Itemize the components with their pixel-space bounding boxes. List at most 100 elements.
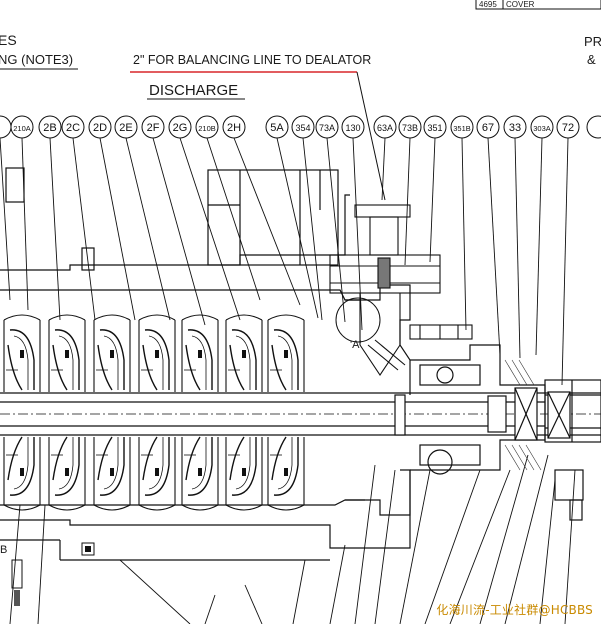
hatching (504, 359, 542, 471)
balloon-label: 73B (402, 123, 418, 133)
stage-outline (187, 329, 213, 390)
stage-outline (3, 437, 41, 505)
stage-outline (148, 335, 164, 390)
balloon-label: 2D (93, 122, 107, 134)
stage-bolt (284, 468, 288, 476)
stage-bolt (20, 468, 24, 476)
stage-outline (97, 436, 113, 481)
stage-outline (225, 320, 263, 392)
stage-outline (185, 436, 201, 481)
balloon-label: 2G (173, 122, 188, 134)
stage-bolt (20, 350, 24, 358)
stage-outline (93, 314, 131, 321)
stage-outline (97, 344, 113, 391)
stage-outline (231, 437, 257, 496)
stage-outline (3, 314, 41, 321)
stage-outline (277, 335, 293, 390)
stage-outline (273, 329, 299, 390)
balloon-circle (341, 115, 365, 139)
stage-outline (7, 344, 23, 391)
stage-outline (181, 504, 219, 511)
stage-outline (93, 437, 131, 505)
stage-outline (267, 320, 305, 392)
stage-outline (235, 335, 251, 390)
stage-outline (144, 329, 170, 390)
balloon-label: 351 (427, 123, 442, 133)
stage-outline (267, 504, 305, 511)
balloon-label: 303A (533, 124, 551, 133)
stage-bolt (198, 350, 202, 358)
balloon-label: 73A (319, 123, 335, 133)
balloon-label: 2E (119, 122, 132, 134)
balloon-circle (195, 115, 219, 139)
diffuser-stages (3, 314, 305, 511)
balloon-label: 210A (13, 124, 31, 133)
balloon-circle (398, 115, 422, 139)
stage-outline (99, 437, 125, 496)
stage-outline (54, 329, 80, 390)
stage-outline (48, 437, 86, 505)
watermark: 化海川流-工业社群@HCBBS (436, 603, 593, 617)
stage-outline (235, 437, 251, 490)
balloon-label: 33 (509, 122, 521, 134)
stage-outline (144, 437, 170, 496)
note-discharge: DISCHARGE (149, 82, 238, 99)
note-right-line1: PR (584, 34, 601, 49)
balloon-label: 210B (198, 124, 216, 133)
stage-outline (181, 437, 219, 505)
balloon-partial (586, 115, 601, 139)
note-left-line1: ES (0, 32, 17, 48)
balloon-circle (168, 115, 192, 139)
stage-outline (48, 314, 86, 321)
stage-outline (93, 504, 131, 511)
balloon-label: 67 (482, 122, 494, 134)
balloon-label: 63A (377, 123, 393, 133)
balloon-circle (450, 115, 474, 139)
stage-outline (267, 437, 305, 505)
stage-outline (191, 437, 207, 490)
balancing-line-flange (329, 204, 473, 376)
discharge-nozzle (207, 169, 339, 266)
stage-outline (187, 437, 213, 496)
stage-outline (231, 329, 257, 390)
balloon-label: 5A (270, 122, 284, 134)
stage-outline (142, 344, 158, 391)
stage-outline (225, 314, 263, 321)
stage-outline (229, 436, 245, 481)
stage-outline (225, 504, 263, 511)
stage-outline (103, 335, 119, 390)
stage-outline (48, 504, 86, 511)
stage-outline (148, 437, 164, 490)
stage-bolt (155, 468, 159, 476)
balloon-circle (114, 115, 138, 139)
stage-outline (138, 314, 176, 321)
balloon-label: 354 (295, 123, 310, 133)
balloon-circle (38, 115, 62, 139)
stage-bolt (155, 350, 159, 358)
stage-bolt (242, 350, 246, 358)
stage-outline (273, 437, 299, 496)
stage-outline (181, 314, 219, 321)
balloon-circle (423, 115, 447, 139)
stage-outline (138, 320, 176, 392)
balloon-circle (291, 115, 315, 139)
stage-outline (103, 437, 119, 490)
pump-shaft (0, 387, 601, 441)
balloon-circle (315, 115, 339, 139)
stage-outline (185, 344, 201, 391)
balloon-label: 2C (66, 122, 80, 134)
detail-marker-a: 'A' (350, 339, 362, 351)
stage-outline (3, 504, 41, 511)
balloon-partial (0, 115, 12, 139)
balloon-circle (556, 115, 580, 139)
balloon-label: 351B (453, 124, 471, 133)
balloon-circle (141, 115, 165, 139)
stage-outline (271, 436, 287, 481)
stage-outline (181, 320, 219, 392)
balloon-circle (222, 115, 246, 139)
balloon-label: 2H (227, 122, 241, 134)
note-right-line2: & (587, 52, 596, 67)
